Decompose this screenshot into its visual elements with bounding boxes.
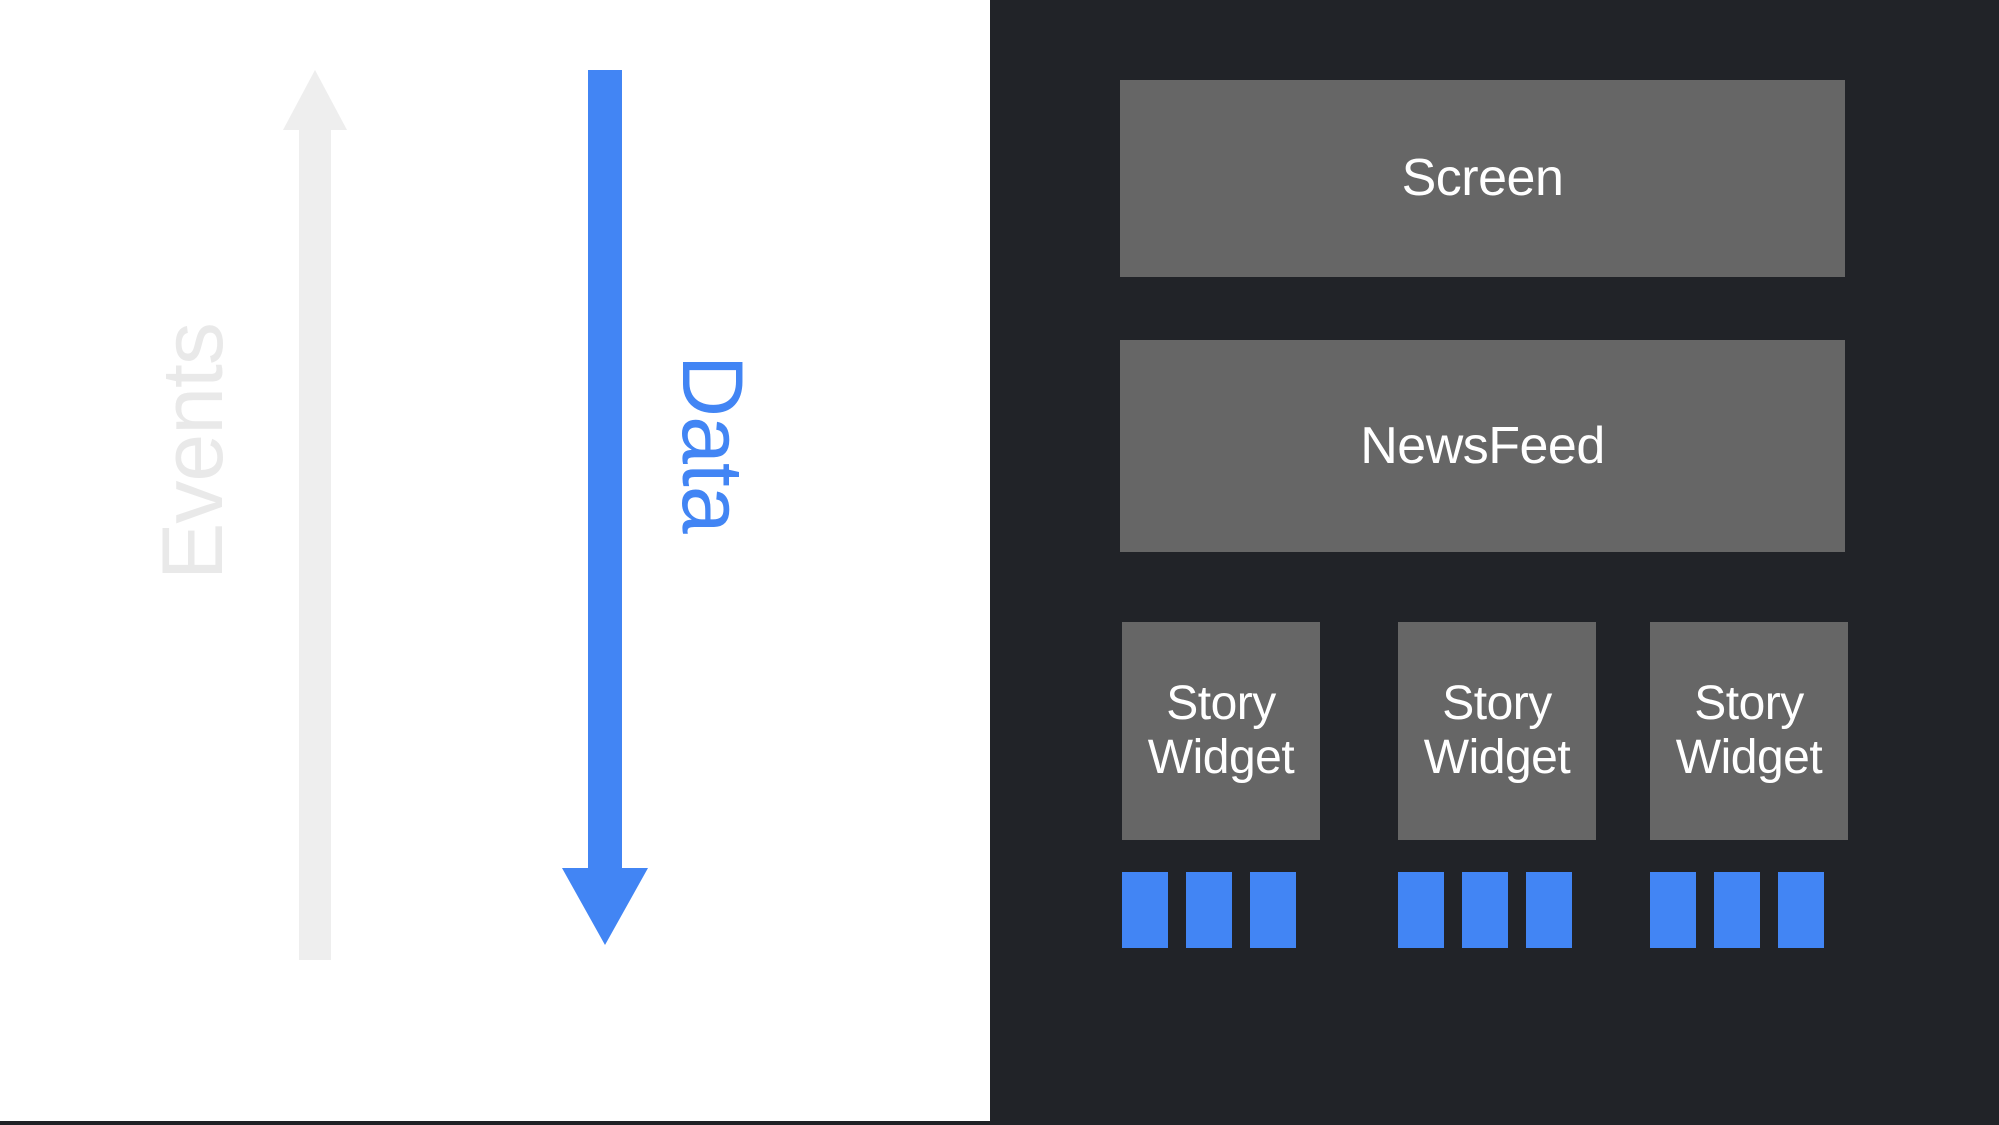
node-story-widget-1[interactable]: Story Widget bbox=[1398, 622, 1596, 840]
leaf-node[interactable] bbox=[1398, 872, 1444, 948]
node-newsfeed[interactable]: NewsFeed bbox=[1120, 340, 1845, 552]
left-pane: Events Data bbox=[0, 0, 990, 1125]
node-story-widget-2[interactable]: Story Widget bbox=[1650, 622, 1848, 840]
node-story-widget-2-line1: Story bbox=[1694, 677, 1804, 731]
leaf-node[interactable] bbox=[1186, 872, 1232, 948]
node-story-widget-1-line2: Widget bbox=[1423, 731, 1571, 784]
node-screen[interactable]: Screen bbox=[1120, 80, 1845, 277]
node-story-widget-2-label: Story Widget bbox=[1675, 677, 1823, 785]
node-story-widget-1-label: Story Widget bbox=[1423, 677, 1571, 785]
bottom-divider bbox=[0, 1121, 990, 1125]
leaf-group-1 bbox=[1398, 872, 1572, 948]
node-story-widget-0-line2: Widget bbox=[1147, 731, 1295, 784]
events-flow-label: Events bbox=[145, 323, 241, 580]
leaf-node[interactable] bbox=[1526, 872, 1572, 948]
node-story-widget-0[interactable]: Story Widget bbox=[1122, 622, 1320, 840]
node-story-widget-2-line2: Widget bbox=[1675, 731, 1823, 784]
node-story-widget-1-line1: Story bbox=[1442, 677, 1552, 731]
leaf-group-2 bbox=[1650, 872, 1824, 948]
node-screen-label: Screen bbox=[1401, 149, 1564, 208]
leaf-node[interactable] bbox=[1714, 872, 1760, 948]
leaf-node[interactable] bbox=[1778, 872, 1824, 948]
leaf-node[interactable] bbox=[1122, 872, 1168, 948]
node-story-widget-0-line1: Story bbox=[1166, 677, 1276, 731]
leaf-group-0 bbox=[1122, 872, 1296, 948]
right-pane: Screen NewsFeed Story Widget Story Widge… bbox=[990, 0, 1999, 1125]
leaf-node[interactable] bbox=[1650, 872, 1696, 948]
leaf-node[interactable] bbox=[1250, 872, 1296, 948]
node-story-widget-0-label: Story Widget bbox=[1147, 677, 1295, 785]
arrow-down-icon bbox=[562, 70, 648, 945]
node-newsfeed-label: NewsFeed bbox=[1360, 416, 1605, 475]
data-flow-label: Data bbox=[664, 355, 760, 533]
leaf-node[interactable] bbox=[1462, 872, 1508, 948]
arrow-up-icon bbox=[283, 70, 347, 960]
